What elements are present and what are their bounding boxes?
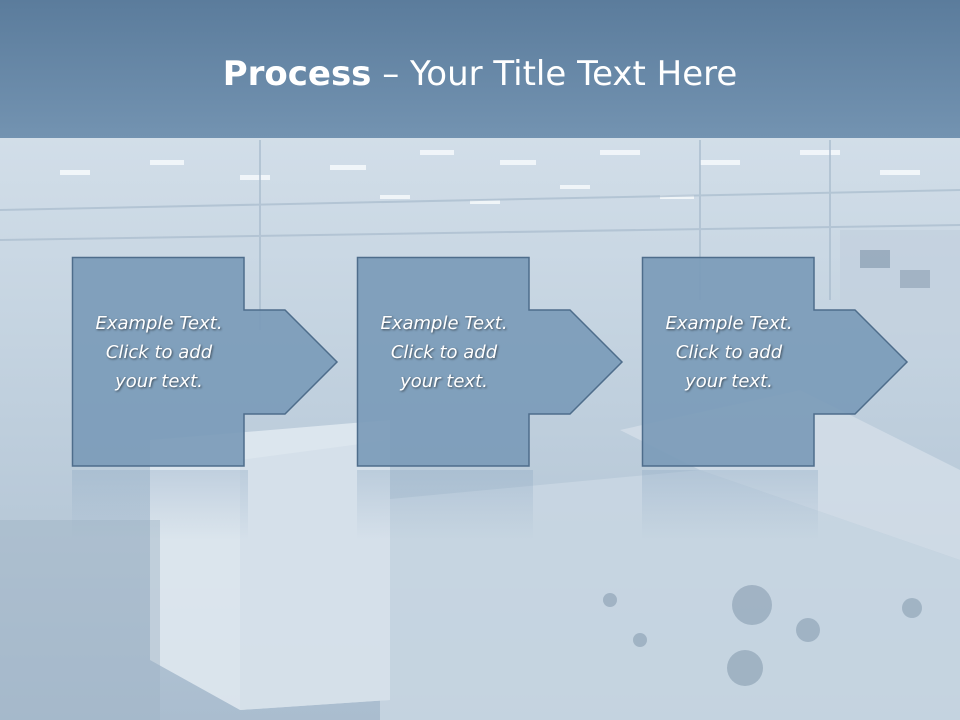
step-text-line-3: your text. [400,371,488,392]
step-reflection [72,470,248,540]
step-text: Example Text. Click to add your text. [357,309,531,396]
title-bold: Process [222,54,372,94]
title-rest: – Your Title Text Here [371,54,738,94]
step-text-line-1: Example Text. [95,313,223,334]
process-step-3[interactable]: Example Text. Click to add your text. [641,256,912,467]
process-step-1[interactable]: Example Text. Click to add your text. [71,256,342,467]
step-text-line-2: Click to add [105,342,213,363]
slide-title[interactable]: Process – Your Title Text Here [0,50,960,98]
step-text: Example Text. Click to add your text. [642,309,816,396]
step-reflection [357,470,533,540]
step-text-line-3: your text. [115,371,203,392]
step-reflection [642,470,818,540]
arrow-box-shape [356,256,624,467]
step-text-line-1: Example Text. [665,313,793,334]
step-text-line-2: Click to add [675,342,783,363]
arrow-box-shape [641,256,909,467]
title-bar [0,0,960,138]
arrow-box-shape [71,256,339,467]
step-text-line-2: Click to add [390,342,498,363]
step-text: Example Text. Click to add your text. [72,309,246,396]
step-text-line-3: your text. [685,371,773,392]
step-text-line-1: Example Text. [380,313,508,334]
process-step-2[interactable]: Example Text. Click to add your text. [356,256,627,467]
